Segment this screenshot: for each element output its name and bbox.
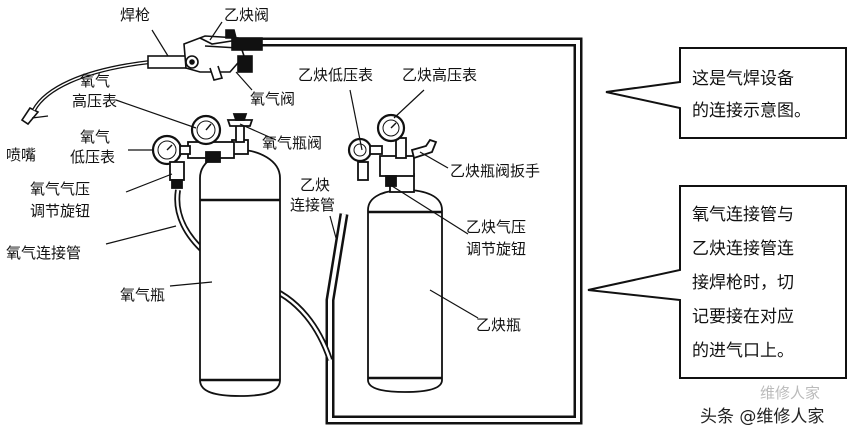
watermark: 维修人家 头条 @维修人家	[700, 384, 824, 427]
label-oxygen-low-gauge-2: 低压表	[70, 148, 115, 166]
label-oxygen-regulator-1: 氧气气压	[30, 180, 90, 198]
label-acetylene-high-gauge: 乙炔高压表	[402, 66, 477, 84]
label-acetylene-hose-1: 乙炔	[300, 176, 330, 194]
label-acetylene-cylinder: 乙炔瓶	[476, 316, 521, 334]
callout-top: 这是气焊设备 的连接示意图。	[605, 47, 847, 139]
watermark-main: 头条 @维修人家	[700, 407, 824, 427]
leader-lines	[31, 21, 479, 319]
component-labels: 焊枪 乙炔阀 氧气阀 喷嘴 氧气 高压表 氧气 低压表 氧气瓶阀 氧气气压 调节…	[6, 6, 540, 334]
label-acetylene-regulator-2: 调节旋钮	[466, 240, 526, 258]
label-oxygen-valve: 氧气阀	[250, 90, 295, 108]
acetylene-hose-loop	[262, 37, 583, 425]
label-acetylene-regulator-1: 乙炔气压	[466, 218, 526, 236]
label-acetylene-valve: 乙炔阀	[224, 6, 269, 24]
callout-bottom-line-1: 氧气连接管与	[692, 205, 794, 225]
welding-torch	[20, 29, 263, 126]
label-oxygen-cylinder: 氧气瓶	[120, 286, 165, 304]
label-oxygen-high-gauge-1: 氧气	[80, 72, 110, 90]
label-oxygen-low-gauge-1: 氧气	[80, 128, 110, 146]
callout-bottom-line-2: 乙炔连接管连	[692, 239, 794, 259]
callout-bottom-line-3: 接焊枪时，切	[692, 273, 794, 293]
label-acetylene-low-gauge: 乙炔低压表	[298, 66, 373, 84]
oxygen-cylinder	[151, 113, 281, 397]
label-oxygen-high-gauge-2: 高压表	[72, 92, 117, 110]
label-acetylene-hose-2: 连接管	[290, 196, 335, 214]
acetylene-cylinder	[347, 113, 443, 393]
label-nozzle: 喷嘴	[6, 146, 36, 164]
callout-top-line-2: 的连接示意图。	[692, 101, 811, 121]
label-acetylene-wrench: 乙炔瓶阀扳手	[450, 162, 540, 180]
label-torch: 焊枪	[120, 6, 150, 24]
callout-bottom: 氧气连接管与 乙炔连接管连 接焊枪时，切 记要接在对应 的进气口上。	[587, 185, 847, 379]
callout-top-line-1: 这是气焊设备	[692, 69, 794, 89]
label-oxygen-cylinder-valve: 氧气瓶阀	[262, 134, 322, 152]
callout-bottom-line-4: 记要接在对应	[692, 307, 794, 327]
label-oxygen-hose: 氧气连接管	[6, 244, 81, 262]
label-oxygen-regulator-2: 调节旋钮	[30, 202, 90, 220]
watermark-faint: 维修人家	[760, 384, 820, 402]
callout-bottom-line-5: 的进气口上。	[692, 341, 794, 361]
